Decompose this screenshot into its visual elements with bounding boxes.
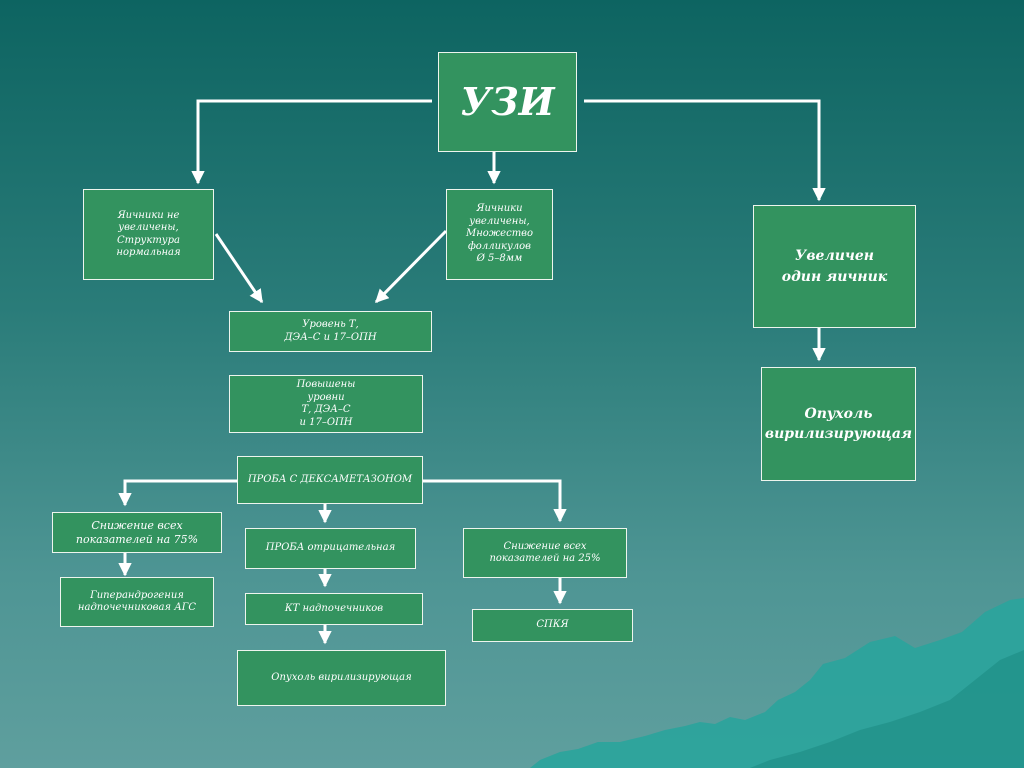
arrow-uzi-to-normal: [191, 99, 432, 185]
ovaries-enlarged-box: Яичники увеличены, Множество фолликулов …: [446, 189, 553, 280]
arrow-test-to-25: [422, 479, 567, 523]
arrow-normal-to-levels: [214, 233, 264, 304]
decrease-25-box: Снижение всех показателей на 25%: [463, 528, 627, 578]
arrow-uzi-to-one-ovary: [584, 99, 826, 202]
pcos-box: СПКЯ: [472, 609, 633, 642]
tumor-virilizing-bottom-box: Опухоль вирилизирующая: [237, 650, 446, 706]
decrease-75-box: Снижение всех показателей на 75%: [52, 512, 222, 553]
arrow-test-to-75: [118, 479, 237, 507]
hormone-levels-box: Уровень Т, ДЭА–С и 17–ОПН: [229, 311, 432, 352]
arrow-enlarged-to-levels: [374, 229, 448, 304]
elevated-levels-box: Повышены уровни Т, ДЭА–С и 17–ОПН: [229, 375, 423, 433]
dexamethasone-test-box: ПРОБА С ДЕКСАМЕТАЗОНОМ: [237, 456, 423, 504]
uzi-box: УЗИ: [438, 52, 577, 152]
ct-adrenal-box: КТ надпочечников: [245, 593, 423, 625]
test-negative-box: ПРОБА отрицательная: [245, 528, 416, 569]
tumor-virilizing-right-box: Опухоль вирилизирующая: [761, 367, 916, 481]
hyperandrogenism-box: Гиперандрогения надпочечниковая АГС: [60, 577, 214, 627]
one-ovary-enlarged-box: Увеличен один яичник: [753, 205, 916, 328]
ovaries-normal-box: Яичники не увеличены, Структура нормальн…: [83, 189, 214, 280]
